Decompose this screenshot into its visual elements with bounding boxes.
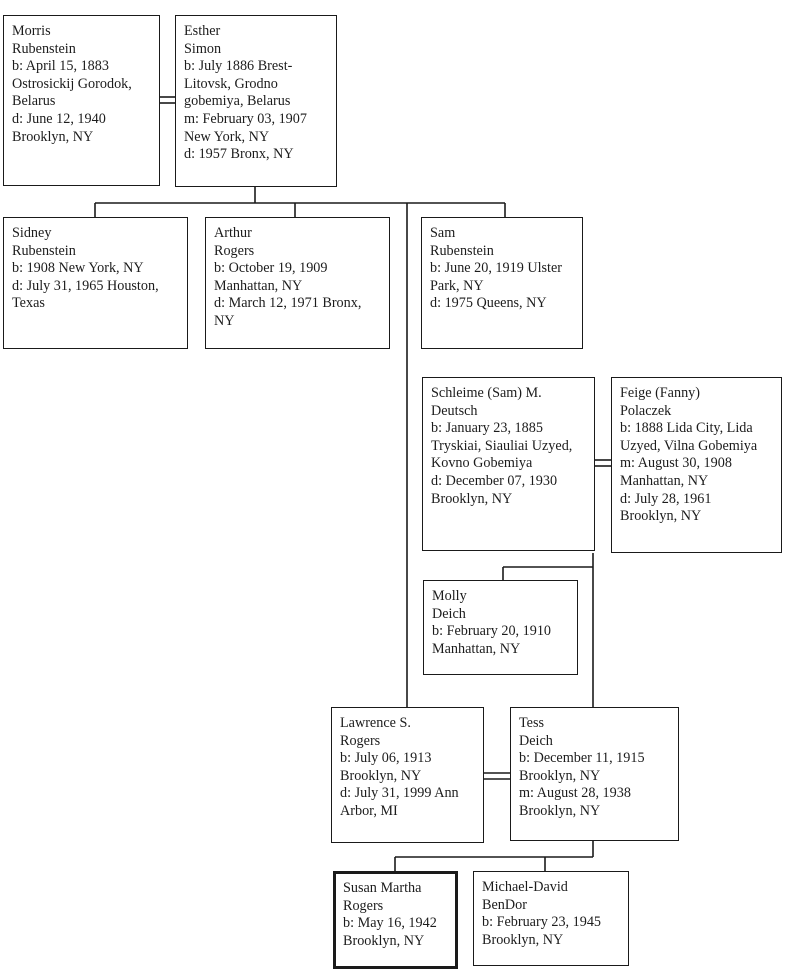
person-line: Morris xyxy=(12,23,51,39)
person-line: Lawrence S. xyxy=(340,715,411,731)
person-line: b: April 15, 1883 xyxy=(12,58,109,75)
person-line: Litovsk, Grodno xyxy=(184,75,278,92)
person-line: Schleime (Sam) M. xyxy=(431,385,542,401)
person-line: Rubenstein xyxy=(12,40,76,57)
person-line: NY xyxy=(214,312,235,329)
person-line: b: 1908 New York, NY xyxy=(12,260,144,277)
person-line: Arbor, MI xyxy=(340,802,398,819)
person-line: Tess xyxy=(519,715,545,731)
person-line: d: March 12, 1971 Bronx, xyxy=(214,295,362,312)
person-line: Tryskiai, Siauliai Uzyed, xyxy=(431,437,573,454)
person-line: b: December 11, 1915 xyxy=(519,750,645,767)
person-line: Brooklyn, NY xyxy=(620,508,702,525)
person-line: m: February 03, 1907 xyxy=(184,110,307,127)
person-line: Deutsch xyxy=(431,402,478,419)
person-line: Sidney xyxy=(12,225,52,241)
person-line: Simon xyxy=(184,40,222,57)
person-line: Ostrosickij Gorodok, xyxy=(12,75,132,92)
person-line: Molly xyxy=(432,588,467,604)
person-line: b: 1888 Lida City, Lida xyxy=(620,420,753,437)
person-line: Manhattan, NY xyxy=(432,640,521,657)
person-line: Rogers xyxy=(343,897,384,914)
person-line: Manhattan, NY xyxy=(214,277,303,294)
person-line: BenDor xyxy=(482,896,527,913)
person-line: Rogers xyxy=(214,242,255,259)
person-line: Rubenstein xyxy=(430,242,494,259)
person-line: Kovno Gobemiya xyxy=(431,455,533,472)
person-line: Susan Martha xyxy=(343,880,422,896)
person-line: b: February 23, 1945 xyxy=(482,914,602,931)
person-line: b: January 23, 1885 xyxy=(431,420,543,437)
person-line: Belarus xyxy=(12,93,56,110)
person-line: Brooklyn, NY xyxy=(519,802,601,819)
person-line: Manhattan, NY xyxy=(620,472,709,489)
person-line: Feige (Fanny) xyxy=(620,385,700,401)
person-line: Deich xyxy=(519,732,553,749)
person-line: d: December 07, 1930 xyxy=(431,472,558,489)
person-line: Texas xyxy=(12,295,45,312)
person-line: b: July 1886 Brest- xyxy=(184,58,293,75)
person-line: d: June 12, 1940 xyxy=(12,110,106,127)
person-line: d: July 31, 1999 Ann xyxy=(340,785,459,802)
person-line: New York, NY xyxy=(184,128,270,145)
person-line: Uzyed, Vilna Gobemiya xyxy=(620,437,758,454)
person-line: Brooklyn, NY xyxy=(482,931,564,948)
person-line: b: October 19, 1909 xyxy=(214,260,328,277)
person-line: Polaczek xyxy=(620,402,672,419)
person-line: Sam xyxy=(430,225,456,241)
person-line: gobemiya, Belarus xyxy=(184,93,291,110)
person-line: Rubenstein xyxy=(12,242,76,259)
person-line: d: July 28, 1961 xyxy=(620,490,712,507)
person-line: d: 1975 Queens, NY xyxy=(430,295,547,312)
person-line: Park, NY xyxy=(430,277,484,294)
person-line: m: August 28, 1938 xyxy=(519,785,631,802)
person-line: Brooklyn, NY xyxy=(12,128,94,145)
person-line: Brooklyn, NY xyxy=(431,490,513,507)
person-line: Arthur xyxy=(214,225,252,241)
person-line: Esther xyxy=(184,23,221,39)
person-line: b: June 20, 1919 Ulster xyxy=(430,260,563,277)
person-line: Brooklyn, NY xyxy=(340,767,422,784)
person-line: d: July 31, 1965 Houston, xyxy=(12,277,159,294)
person-line: Deich xyxy=(432,605,466,622)
person-line: d: 1957 Bronx, NY xyxy=(184,146,294,163)
person-line: Brooklyn, NY xyxy=(343,932,425,949)
person-line: b: July 06, 1913 xyxy=(340,750,432,767)
person-line: Rogers xyxy=(340,732,381,749)
person-line: Michael-David xyxy=(482,879,568,895)
person-line: m: August 30, 1908 xyxy=(620,455,732,472)
person-line: Brooklyn, NY xyxy=(519,767,601,784)
person-line: b: February 20, 1910 xyxy=(432,623,552,640)
person-line: b: May 16, 1942 xyxy=(343,915,437,932)
